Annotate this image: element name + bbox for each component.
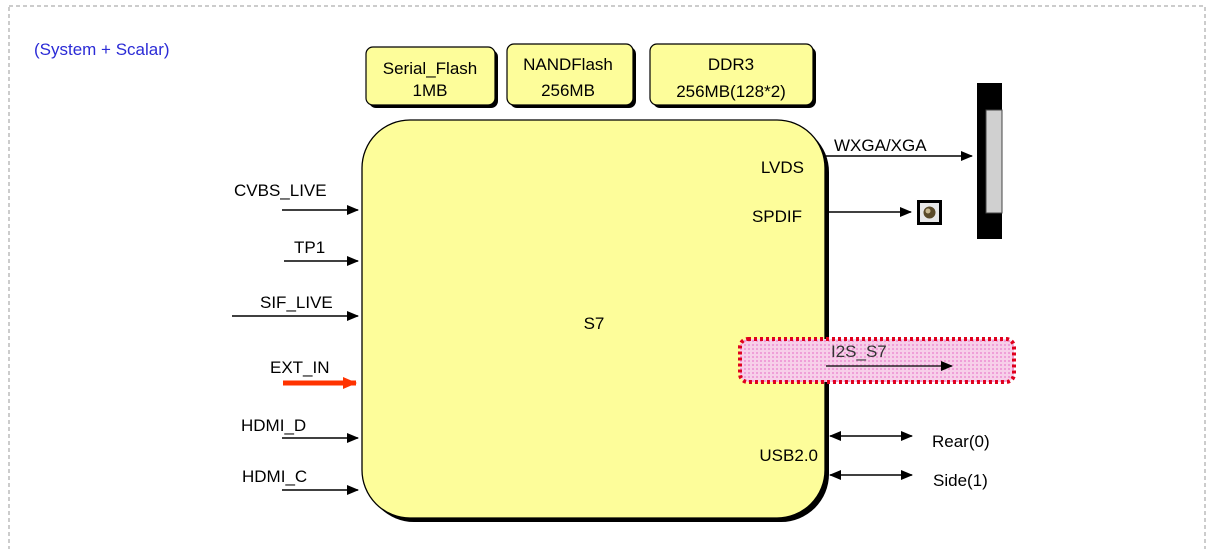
ddr3-size: 256MB(128*2) [676, 82, 786, 101]
i2s-highlight: I2S_S7 [738, 337, 1016, 384]
serial-flash-size: 1MB [413, 81, 448, 100]
input-ext-in-label: EXT_IN [270, 358, 330, 377]
nand-flash-name: NANDFlash [523, 55, 613, 74]
input-hdmi-c: HDMI_C [242, 467, 359, 495]
output-wxga-label: WXGA/XGA [834, 136, 927, 155]
nand-flash-box: NANDFlash 256MB [506, 43, 636, 108]
ddr3-box: DDR3 256MB(128*2) [649, 43, 816, 108]
s7-chip: S7 LVDS SPDIF USB2.0 [361, 119, 829, 522]
usb-side: Side(1) [829, 470, 988, 490]
output-i2s-label: I2S_S7 [831, 342, 887, 361]
chip-label: S7 [584, 314, 605, 333]
output-wxga: WXGA/XGA [826, 136, 973, 161]
section-frame [8, 5, 1206, 549]
section-title: (System + Scalar) [34, 40, 170, 59]
input-hdmi-d: HDMI_D [241, 416, 359, 443]
usb-side-label: Side(1) [933, 471, 988, 490]
serial-flash-name: Serial_Flash [383, 59, 478, 78]
input-hdmi-d-label: HDMI_D [241, 416, 306, 435]
input-ext-in: EXT_IN [270, 358, 357, 389]
usb-rear-label: Rear(0) [932, 432, 990, 451]
serial-flash-box: Serial_Flash 1MB [365, 46, 498, 108]
spdif-port-label: SPDIF [752, 207, 802, 226]
usb-rear: Rear(0) [829, 431, 990, 451]
input-sif-live: SIF_LIVE [232, 293, 359, 321]
i2s-highlight-box [738, 337, 1016, 384]
spdif-jack-icon [917, 200, 942, 225]
ddr3-name: DDR3 [708, 55, 754, 74]
input-sif-live-label: SIF_LIVE [260, 293, 333, 312]
input-tp1-label: TP1 [294, 238, 325, 257]
usb-port-label: USB2.0 [759, 446, 818, 465]
lcd-panel-connector-icon [977, 83, 1003, 239]
input-cvbs-live: CVBS_LIVE [234, 181, 359, 215]
nand-flash-size: 256MB [541, 81, 595, 100]
input-cvbs-live-label: CVBS_LIVE [234, 181, 327, 200]
input-hdmi-c-label: HDMI_C [242, 467, 307, 486]
input-tp1: TP1 [284, 238, 359, 266]
lvds-port-label: LVDS [761, 158, 804, 177]
